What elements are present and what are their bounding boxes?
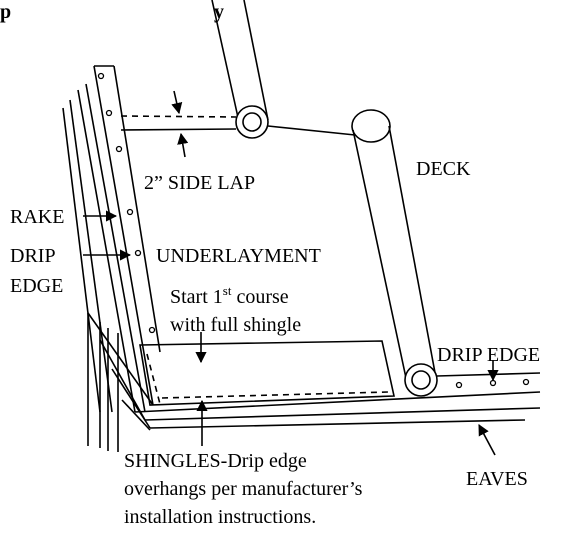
rake-nails xyxy=(97,72,156,334)
corner-fascia xyxy=(87,312,154,452)
start-course-line1: Start 1st course xyxy=(170,283,289,308)
edge-label: EDGE xyxy=(10,275,63,297)
eaves-label: EAVES xyxy=(466,468,528,490)
drip-label: DRIP xyxy=(10,245,56,267)
lower-sheet-top-edge xyxy=(120,128,237,131)
side-lap-dashed-line xyxy=(120,115,237,118)
shingles-note-line3: installation instructions. xyxy=(124,506,316,528)
underlayment-label: UNDERLAYMENT xyxy=(156,245,321,267)
side-lap-label: 2” SIDE LAP xyxy=(144,172,255,194)
eave-drip-edge xyxy=(134,372,541,429)
lower-underlayment-roll xyxy=(351,109,438,397)
rake-boards xyxy=(62,65,161,413)
upper-underlayment-roll xyxy=(211,0,269,139)
callout-arrows xyxy=(83,90,499,456)
title-fragment-end: y xyxy=(214,1,224,23)
rake-label: RAKE xyxy=(10,206,64,228)
starter-shingle xyxy=(139,340,395,406)
deck-label: DECK xyxy=(416,158,471,180)
drip-edge-right-label: DRIP EDGE xyxy=(437,344,540,366)
start-course-line2: with full shingle xyxy=(170,314,301,336)
shingles-note-line1: SHINGLES-Drip edge xyxy=(124,450,307,472)
shingles-note-line2: overhangs per manufacturer’s xyxy=(124,478,363,500)
title-fragment: p xyxy=(0,1,11,23)
deck-top-edge xyxy=(267,125,356,136)
